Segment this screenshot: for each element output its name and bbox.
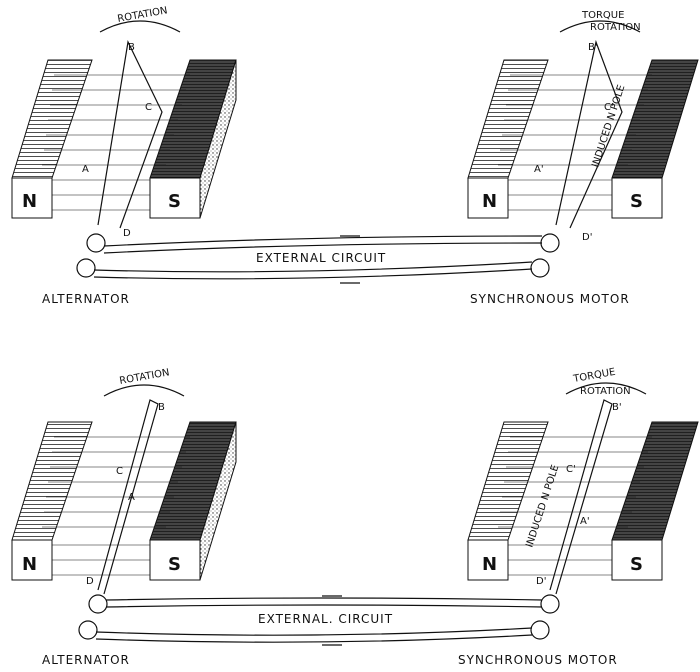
top-gen-coil (97, 40, 163, 229)
motor-point-c: C' (566, 464, 576, 475)
point-b: B (128, 42, 135, 53)
point-d: D (86, 576, 94, 587)
bottom-panel: N S A B C D ROTATION EXTERNAL. CIRCUIT (11, 367, 699, 667)
rotation-label: ROTATION (119, 367, 171, 387)
motor-point-c: C' (604, 102, 614, 113)
motor-point-a: A' (534, 164, 544, 175)
top-external-circuit: EXTERNAL CIRCUIT (76, 233, 560, 284)
bottom-external-circuit: EXTERNAL. CIRCUIT (78, 594, 560, 646)
south-label: S (168, 191, 181, 212)
point-a: A (128, 492, 135, 503)
alternator-label: ALTERNATOR (42, 653, 130, 667)
motor-point-d: D' (582, 232, 592, 243)
south-label: S (168, 554, 181, 575)
motor-point-b: B' (588, 42, 598, 53)
external-circuit-label: EXTERNAL. CIRCUIT (258, 612, 393, 626)
point-c: C (145, 102, 152, 113)
motor-point-b: B' (612, 402, 622, 413)
top-gen-field-lines (42, 74, 190, 211)
torque-label: TORQUE (581, 10, 624, 21)
motor-south-label: S (630, 554, 643, 575)
top-panel: N S A B C D ROTATION EXTERNAL CIRCUIT (11, 5, 699, 306)
torque-arrow (559, 20, 641, 33)
motor-north-label: N (482, 554, 497, 575)
motor-north-label: N (482, 191, 497, 212)
bottom-motor-magnet: N S A' B' C' D' INDUCED N POLE TORQUE RO… (467, 367, 699, 595)
torque-arrow (565, 382, 647, 395)
north-pole-block (11, 59, 93, 179)
north-label: N (22, 191, 37, 212)
alternator-label: ALTERNATOR (42, 292, 130, 306)
bottom-alternator-magnet: N S A B C D ROTATION (11, 367, 237, 595)
point-c: C (116, 466, 123, 477)
point-b: B (158, 402, 165, 413)
top-alternator-magnet: N S A B C D ROTATION (11, 5, 237, 239)
motor-point-d: D' (536, 576, 546, 587)
top-motor-magnet: N S A' B' C' D' INDUCED N POLE TORQUE RO… (467, 10, 699, 243)
torque-label: TORQUE (572, 367, 617, 385)
motor-point-a: A' (580, 516, 590, 527)
motor-rotation-label: ROTATION (580, 386, 631, 397)
synchronous-motor-label: SYNCHRONOUS MOTOR (458, 653, 618, 667)
rotation-label: ROTATION (117, 5, 169, 25)
external-circuit-label: EXTERNAL CIRCUIT (256, 251, 386, 265)
rotation-arrow (99, 20, 181, 33)
motor-south-label: S (630, 191, 643, 212)
north-label: N (22, 554, 37, 575)
rotation-arrow (103, 384, 185, 397)
motor-rotation-label: ROTATION (590, 22, 641, 33)
point-a: A (82, 164, 89, 175)
point-d: D (123, 228, 131, 239)
synchronous-motor-label: SYNCHRONOUS MOTOR (470, 292, 630, 306)
